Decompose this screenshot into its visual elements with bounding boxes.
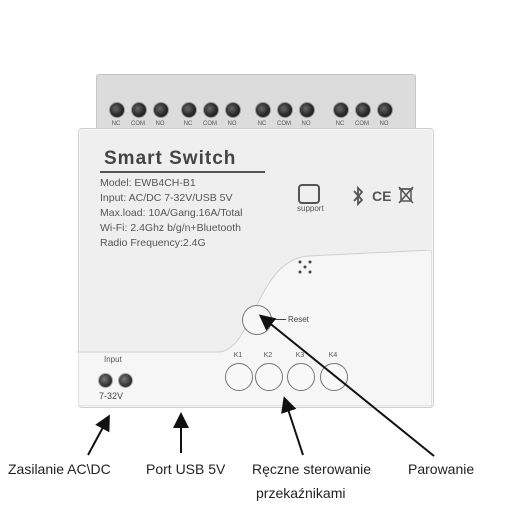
channel-button-label: K2 [263, 352, 273, 359]
caption-manual-line2: przekaźnikami [256, 485, 346, 501]
terminal-screw [355, 102, 371, 118]
support-label: support [297, 204, 324, 213]
status-led-dots [298, 260, 312, 274]
power-jack-1 [98, 373, 113, 388]
channel-button-label: K3 [295, 352, 305, 359]
terminal-label: NO [227, 121, 237, 127]
terminal-screw [377, 102, 393, 118]
terminal-screw [153, 102, 169, 118]
terminal-screw [203, 102, 219, 118]
reset-label: Reset [288, 315, 309, 324]
terminal-label: NC [257, 121, 267, 127]
channel-button-k1[interactable] [225, 363, 253, 391]
channel-button-label: K4 [328, 352, 338, 359]
terminal-label: COM [277, 121, 291, 127]
terminal-label: NC [183, 121, 193, 127]
input-label: Input [104, 355, 122, 364]
bluetooth-icon [353, 186, 364, 206]
channel-button-k3[interactable] [287, 363, 315, 391]
terminal-label: NC [335, 121, 345, 127]
terminal-label: NO [155, 121, 165, 127]
caption-pairing: Parowanie [408, 461, 475, 477]
power-jack-2 [118, 373, 133, 388]
spec-radio: Radio Frequency:2.4G [100, 237, 206, 249]
arrow-power [87, 414, 110, 456]
terminal-label: COM [131, 121, 145, 127]
terminal-screw [333, 102, 349, 118]
terminal-screw [299, 102, 315, 118]
terminal-label: NC [111, 121, 121, 127]
terminal-screw [131, 102, 147, 118]
caption-usb: Port USB 5V [146, 461, 226, 477]
title-underline [100, 171, 265, 173]
terminal-screw [277, 102, 293, 118]
spec-model: Model: EWB4CH-B1 [100, 177, 196, 189]
input-voltage-label: 7-32V [99, 391, 124, 401]
channel-button-label: K1 [233, 352, 243, 359]
terminal-screw [225, 102, 241, 118]
terminal-screw [181, 102, 197, 118]
arrow-manual [281, 396, 304, 456]
weee-bin-icon [398, 186, 414, 204]
spec-wifi: Wi-Fi: 2.4Ghz b/g/n+Bluetooth [100, 222, 241, 234]
spec-input: Input: AC/DC 7-32V/USB 5V [100, 192, 233, 204]
support-logo-icon [298, 184, 320, 204]
ce-mark: CE [372, 188, 392, 204]
terminal-screw [255, 102, 271, 118]
device-title: Smart Switch [104, 148, 237, 169]
arrow-pairing [258, 314, 435, 457]
channel-button-k2[interactable] [255, 363, 283, 391]
reset-leader-line [272, 319, 286, 320]
caption-manual-line1: Ręczne sterowanie [252, 461, 372, 477]
spec-maxload: Max.load: 10A/Gang.16A/Total [100, 207, 243, 219]
terminal-label: COM [355, 121, 369, 127]
terminal-label: COM [203, 121, 217, 127]
terminal-label: NO [301, 121, 311, 127]
terminal-label: NO [379, 121, 389, 127]
caption-power: Zasilanie AC\DC [8, 461, 111, 477]
terminal-screw [109, 102, 125, 118]
